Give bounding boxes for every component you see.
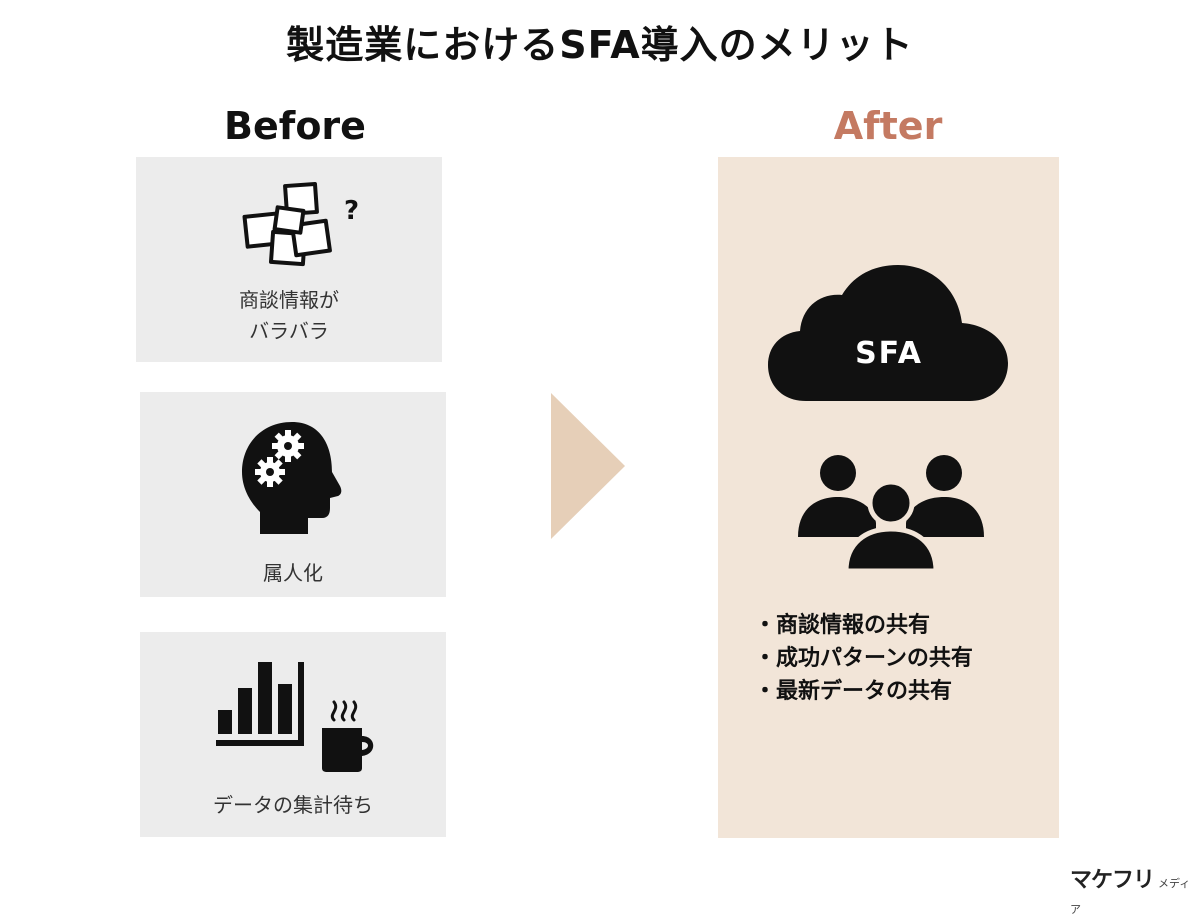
scattered-notes-icon: ? (242, 181, 359, 267)
people-group-icon (798, 455, 984, 573)
logo-main: マケフリ (1070, 868, 1155, 893)
cloud-icon: SFA (768, 265, 1008, 401)
before-card-scattered-info: ? 商談情報が バラバラ (136, 157, 442, 362)
scattered-info-label-line2: バラバラ (249, 319, 329, 343)
question-mark: ? (344, 196, 359, 226)
benefit-item: 商談情報の共有 (754, 609, 973, 642)
brand-logo: マケフリメディア (1070, 862, 1200, 919)
benefit-list: 商談情報の共有 成功パターンの共有 最新データの共有 (754, 609, 973, 708)
bar-chart-coffee-icon (216, 662, 374, 772)
benefit-item: 最新データの共有 (754, 675, 973, 708)
page-title: 製造業におけるSFA導入のメリット (286, 23, 914, 67)
right-triangle-arrow-icon (551, 393, 625, 539)
sfa-label: SFA (855, 336, 923, 371)
scattered-info-label-line1: 商談情報が (239, 288, 339, 312)
before-heading: Before (224, 104, 366, 148)
after-heading: After (833, 104, 943, 148)
head-gears-icon (242, 422, 342, 534)
data-waiting-label: データの集計待ち (213, 793, 373, 817)
benefit-item: 成功パターンの共有 (754, 642, 973, 675)
before-card-personalization: 属人化 (140, 392, 446, 597)
before-card-data-waiting: データの集計待ち (140, 632, 446, 837)
after-panel: SFA 商談情報の共有 成功パターンの共有 最新データの共有 (718, 157, 1059, 838)
personalization-label: 属人化 (263, 561, 323, 585)
